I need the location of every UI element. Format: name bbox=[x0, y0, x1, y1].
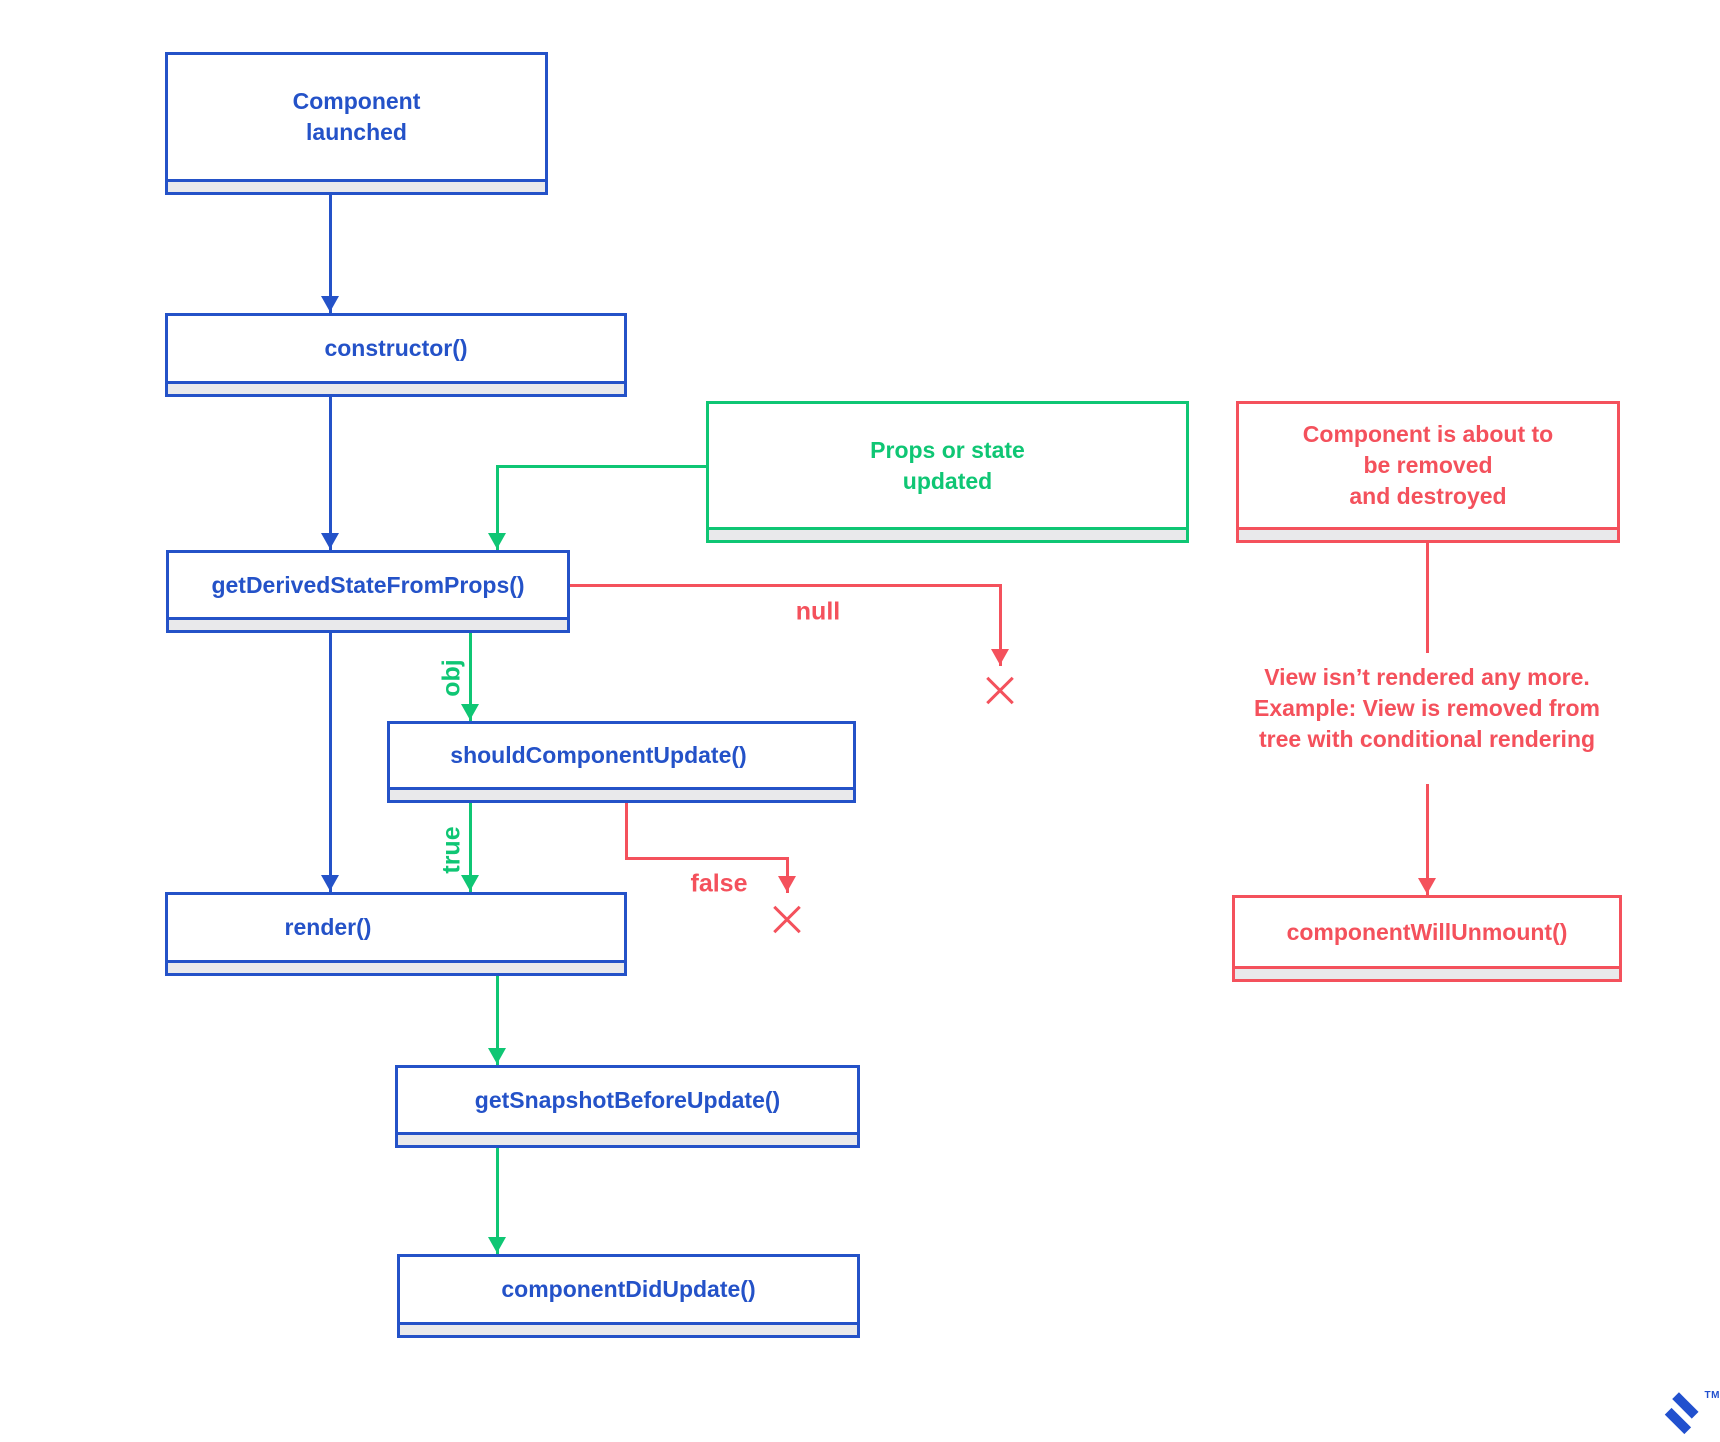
node-component-did-update: componentDidUpdate() bbox=[397, 1254, 860, 1338]
node-shadow-strip bbox=[1235, 966, 1619, 979]
edge-removal-to-note bbox=[1425, 541, 1429, 653]
edge-should-update-true-to-render bbox=[468, 801, 472, 892]
node-label-constructor: constructor() bbox=[324, 335, 468, 361]
node-shadow-strip bbox=[709, 527, 1186, 540]
node-label-component-did-update: componentDidUpdate() bbox=[501, 1276, 756, 1302]
arrowhead-render-to-snapshot bbox=[488, 1048, 506, 1064]
arrowhead-props-updated-to-derived bbox=[488, 533, 506, 549]
arrowhead-snapshot-to-did-update bbox=[488, 1237, 506, 1253]
unmount-note: View isn’t rendered any more.Example: Vi… bbox=[1254, 664, 1600, 752]
node-label-get-snapshot-before-update: getSnapshotBeforeUpdate() bbox=[474, 1086, 781, 1113]
node-label-component-will-unmount: componentWillUnmount() bbox=[1286, 918, 1568, 945]
node-label-should-component-update: shouldComponentUpdate() bbox=[450, 742, 747, 768]
label-null: null bbox=[795, 597, 841, 626]
discard-x-mark-derived-null-discard bbox=[983, 673, 1017, 707]
edge-note-to-will-unmount bbox=[1425, 783, 1429, 895]
arrowhead-note-to-will-unmount bbox=[1418, 878, 1436, 894]
edge-launched-to-constructor bbox=[328, 193, 332, 313]
logo-tm-label: TM bbox=[1704, 1390, 1720, 1401]
arrowhead-derived-null-discard bbox=[991, 649, 1009, 665]
node-should-component-update: shouldComponentUpdate() bbox=[387, 721, 856, 803]
node-label-get-derived-state-from-props: getDerivedStateFromProps() bbox=[211, 571, 525, 598]
arrowhead-should-update-false-discard bbox=[778, 876, 796, 892]
toptal-logo: TM bbox=[1662, 1388, 1720, 1442]
edge-derived-to-render bbox=[328, 631, 332, 892]
arrowhead-launched-to-constructor bbox=[321, 296, 339, 312]
node-shadow-strip bbox=[390, 787, 853, 800]
node-shadow-strip bbox=[168, 960, 624, 973]
node-shadow-strip bbox=[169, 617, 567, 630]
arrowhead-should-update-true-to-render bbox=[461, 875, 479, 891]
label-true: true bbox=[437, 826, 466, 874]
edge-should-update-false-discard bbox=[785, 856, 789, 893]
arrowhead-constructor-to-derived bbox=[321, 533, 339, 549]
node-shadow-strip bbox=[168, 179, 545, 192]
edge-derived-obj-to-should-update bbox=[468, 631, 472, 721]
node-shadow-strip bbox=[1239, 527, 1617, 540]
discard-x-mark-should-update-false-discard bbox=[770, 902, 804, 936]
edge-should-update-false-discard bbox=[624, 801, 628, 860]
edge-snapshot-to-did-update bbox=[495, 1146, 499, 1254]
arrowhead-derived-obj-to-should-update bbox=[461, 704, 479, 720]
edge-constructor-to-derived bbox=[328, 395, 332, 550]
node-label-render: render() bbox=[284, 914, 372, 940]
edge-render-to-snapshot bbox=[495, 974, 499, 1065]
node-shadow-strip bbox=[168, 381, 624, 394]
node-constructor: constructor() bbox=[165, 313, 627, 397]
label-obj: obj bbox=[437, 659, 466, 697]
node-shadow-strip bbox=[398, 1132, 857, 1145]
toptal-logo-mark bbox=[1664, 1392, 1699, 1435]
edge-props-updated-to-derived bbox=[495, 464, 499, 550]
node-component-will-unmount: componentWillUnmount() bbox=[1232, 895, 1622, 982]
edge-derived-null-discard bbox=[998, 583, 1002, 666]
node-get-snapshot-before-update: getSnapshotBeforeUpdate() bbox=[395, 1065, 860, 1148]
label-false: false bbox=[690, 869, 748, 898]
node-get-derived-state-from-props: getDerivedStateFromProps() bbox=[166, 550, 570, 633]
node-render: render() bbox=[165, 892, 627, 976]
edge-derived-null-discard bbox=[568, 583, 1002, 587]
node-shadow-strip bbox=[400, 1322, 857, 1335]
edge-props-updated-to-derived bbox=[495, 464, 708, 468]
arrowhead-derived-to-render bbox=[321, 875, 339, 891]
edge-should-update-false-discard bbox=[624, 856, 789, 860]
